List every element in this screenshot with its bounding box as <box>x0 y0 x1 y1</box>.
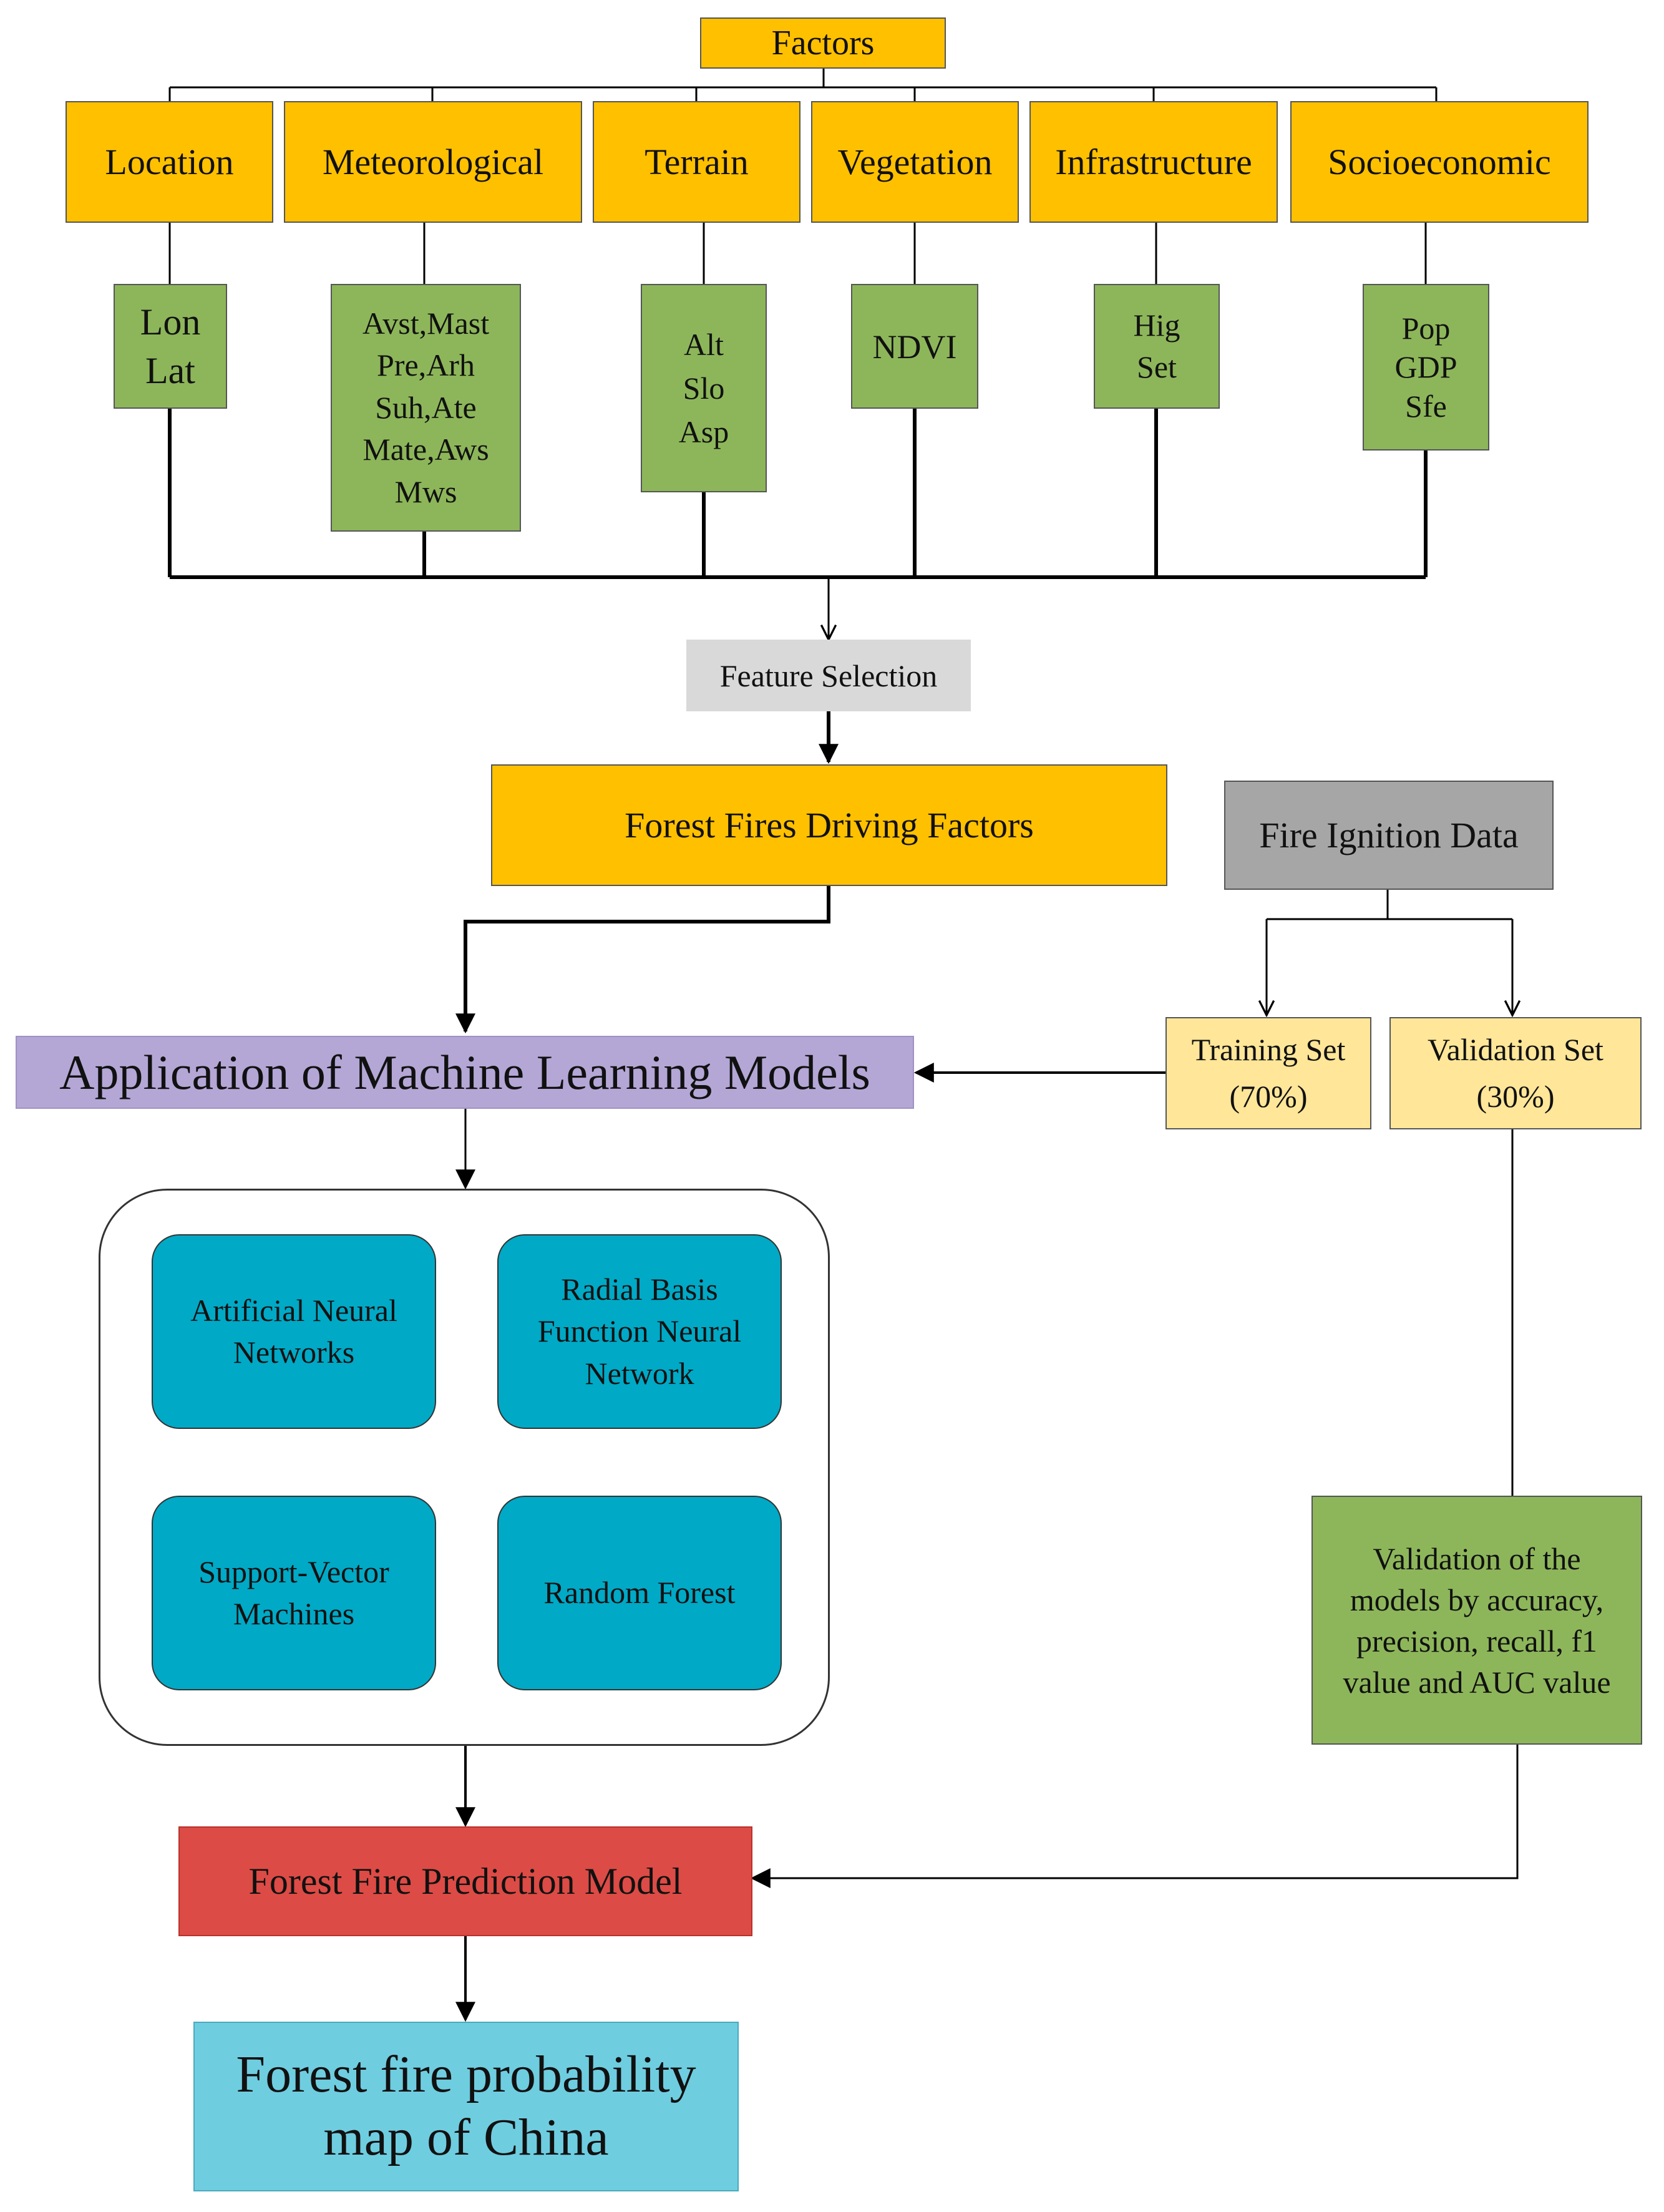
training-set-node: Training Set (70%) <box>1165 1017 1371 1129</box>
category-terrain: Terrain <box>593 101 800 223</box>
validation-set-node: Validation Set (30%) <box>1389 1017 1642 1129</box>
subfactor-connectors <box>168 409 1428 579</box>
model-rbfnn: Radial Basis Function Neural Network <box>497 1234 782 1429</box>
prediction-model-node: Forest Fire Prediction Model <box>178 1826 752 1936</box>
feature-selection-node: Feature Selection <box>686 640 971 711</box>
ignition-data-node: Fire Ignition Data <box>1224 781 1554 890</box>
subfactors-terrain: Alt Slo Asp <box>641 284 767 492</box>
category-infrastructure: Infrastructure <box>1029 101 1278 223</box>
validation-metrics-node: Validation of the models by accuracy, pr… <box>1311 1496 1642 1745</box>
ml-application-node: Application of Machine Learning Models <box>16 1036 914 1109</box>
category-meteorological: Meteorological <box>284 101 582 223</box>
model-rf: Random Forest <box>497 1496 782 1690</box>
category-connectors <box>168 222 1427 284</box>
factors-node: Factors <box>700 17 946 69</box>
category-socioeconomic: Socioeconomic <box>1290 101 1589 223</box>
category-vegetation: Vegetation <box>811 101 1019 223</box>
model-svm: Support-Vector Machines <box>152 1496 436 1690</box>
probability-map-node: Forest fire probability map of China <box>193 2022 739 2191</box>
category-location: Location <box>66 101 273 223</box>
driving-to-ml <box>455 885 830 1034</box>
driving-factors-node: Forest Fires Driving Factors <box>491 764 1167 886</box>
factors-connector <box>168 67 1438 101</box>
subfactors-meteorological: Avst,Mast Pre,Arh Suh,Ate Mate,Aws Mws <box>331 284 521 532</box>
subfactors-socioeconomic: Pop GDP Sfe <box>1363 284 1489 451</box>
factors-label: Factors <box>771 24 875 62</box>
subfactors-vegetation: NDVI <box>851 284 978 409</box>
ignition-split <box>1265 889 1512 1015</box>
model-ann: Artificial Neural Networks <box>152 1234 436 1429</box>
subfactors-infrastructure: Hig Set <box>1094 284 1220 409</box>
validation-to-prediction <box>750 1745 1519 1888</box>
subfactors-location: Lon Lat <box>114 284 227 409</box>
